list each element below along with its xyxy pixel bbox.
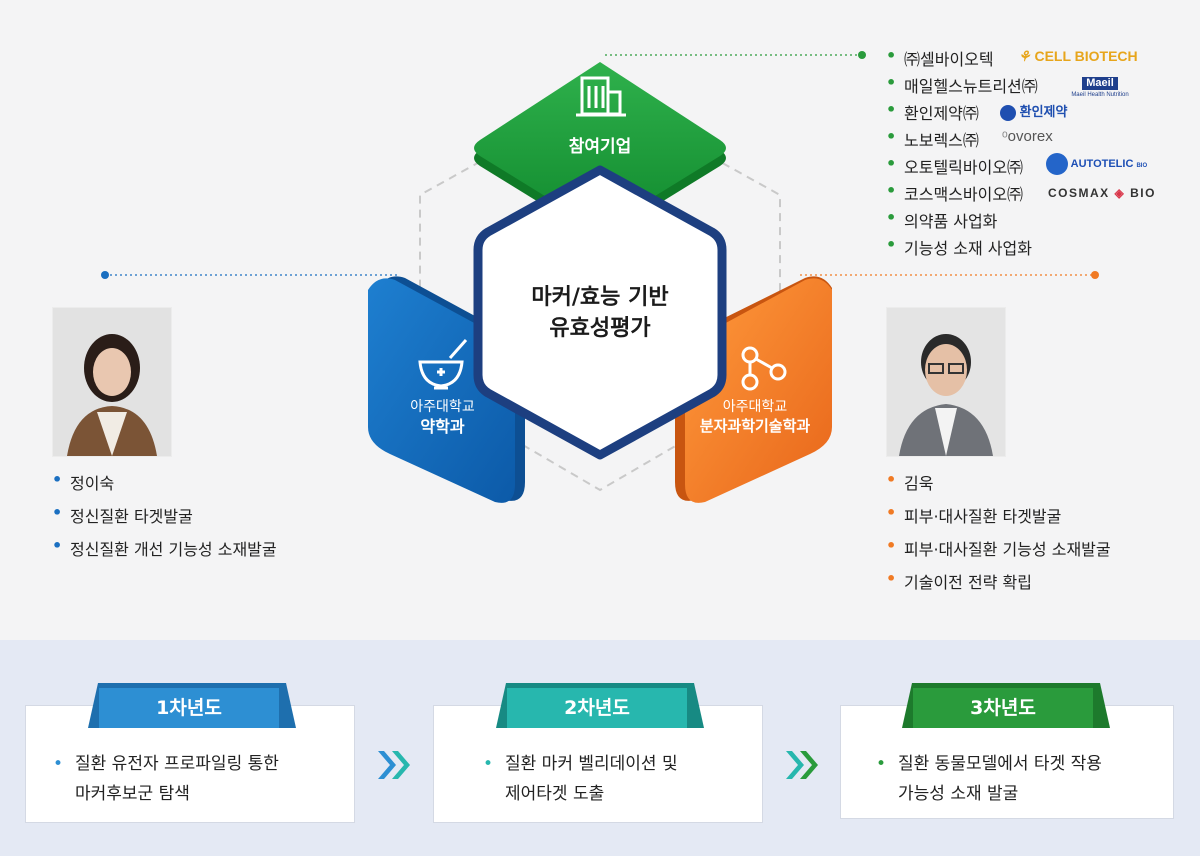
center-title: 마커/효능 기반 유효성평가: [490, 282, 710, 344]
year-2-text: • 질환 마커 벨리데이션 및 제어타겟 도출: [483, 754, 678, 804]
right-hex-label: 아주대학교 분자과학기술학과: [680, 398, 830, 436]
left-person-photo: [52, 307, 172, 457]
right-person-list: •김욱 •피부·대사질환 타겟발굴 •피부·대사질환 기능성 소재발굴 •기술이…: [886, 470, 1186, 602]
year-1-tab: 1차년도: [99, 688, 279, 728]
year-3-text: • 질환 동물모델에서 타겟 작용 가능성 소재 발굴: [876, 754, 1102, 804]
list-item: •오토텔릭바이오㈜: [886, 154, 1024, 177]
year-1-text: • 질환 유전자 프로파일링 통한 마커후보군 탐색: [53, 754, 279, 804]
left-hex-label: 아주대학교 약학과: [380, 398, 505, 436]
person-photo-graphic: [53, 308, 171, 456]
hexagon-diagram: [101, 51, 1099, 503]
left-hex-line1: 아주대학교: [410, 399, 475, 415]
list-item: •김욱: [886, 470, 934, 493]
building-icon: [576, 76, 626, 117]
center-hex: [473, 165, 727, 460]
list-item: •㈜셀바이오텍: [886, 46, 994, 69]
list-item: •정신질환 개선 기능성 소재발굴: [52, 536, 277, 559]
top-hex: [474, 62, 726, 230]
right-person-photo: [886, 307, 1006, 457]
connector-companies-dot: [858, 51, 866, 59]
dashed-hex-outline: [419, 93, 781, 492]
novorex-logo: ᵒovorex: [1002, 128, 1053, 145]
chevron-right-icon: [786, 751, 818, 779]
top-hex-label: 참여기업: [568, 137, 632, 157]
person-photo-graphic: [887, 308, 1005, 456]
center-line2: 유효성평가: [549, 316, 651, 341]
molecule-icon: [741, 346, 787, 391]
hwanin-logo: 환인제약: [1000, 101, 1067, 121]
list-item: •기술이전 전략 확립: [886, 569, 1032, 592]
maeil-logo: Maeil Maeil Health Nutrition: [1071, 77, 1129, 98]
left-hex-line2: 약학과: [420, 417, 465, 436]
year-3-tab: 3차년도: [913, 688, 1093, 728]
center-line1: 마커/효능 기반: [531, 285, 669, 310]
list-item: •환인제약㈜: [886, 100, 979, 123]
list-item: •정신질환 타겟발굴: [52, 503, 193, 526]
connector-left-dot: [101, 271, 109, 279]
cosmax-logo: COSMAX ◈ BIO: [1048, 186, 1156, 200]
list-item: •피부·대사질환 타겟발굴: [886, 503, 1062, 526]
list-item: •기능성 소재 사업화: [886, 235, 1032, 258]
autotelic-logo: AUTOTELIC BIO: [1046, 153, 1147, 175]
left-person-list: •정이숙 •정신질환 타겟발굴 •정신질환 개선 기능성 소재발굴: [52, 470, 372, 569]
mortar-pestle-icon: [418, 339, 468, 390]
company-list: •㈜셀바이오텍 •매일헬스뉴트리션㈜ •환인제약㈜ •노보렉스㈜ •오토텔릭바이…: [886, 46, 1186, 262]
connector-right-dot: [1091, 271, 1099, 279]
right-hex-line1: 아주대학교: [722, 399, 788, 415]
list-item: •매일헬스뉴트리션㈜: [886, 73, 1038, 96]
chevron-right-icon: [378, 751, 410, 779]
list-item: •정이숙: [52, 470, 115, 493]
cellbiotech-logo: ⚘ CELL BIOTECH: [1018, 48, 1138, 64]
list-item: •의약품 사업화: [886, 208, 998, 231]
right-hex-line2: 분자과학기술학과: [699, 417, 811, 435]
year-2-tab: 2차년도: [507, 688, 687, 728]
list-item: •코스맥스바이오㈜: [886, 181, 1024, 204]
list-item: •피부·대사질환 기능성 소재발굴: [886, 536, 1111, 559]
list-item: •노보렉스㈜: [886, 127, 979, 150]
